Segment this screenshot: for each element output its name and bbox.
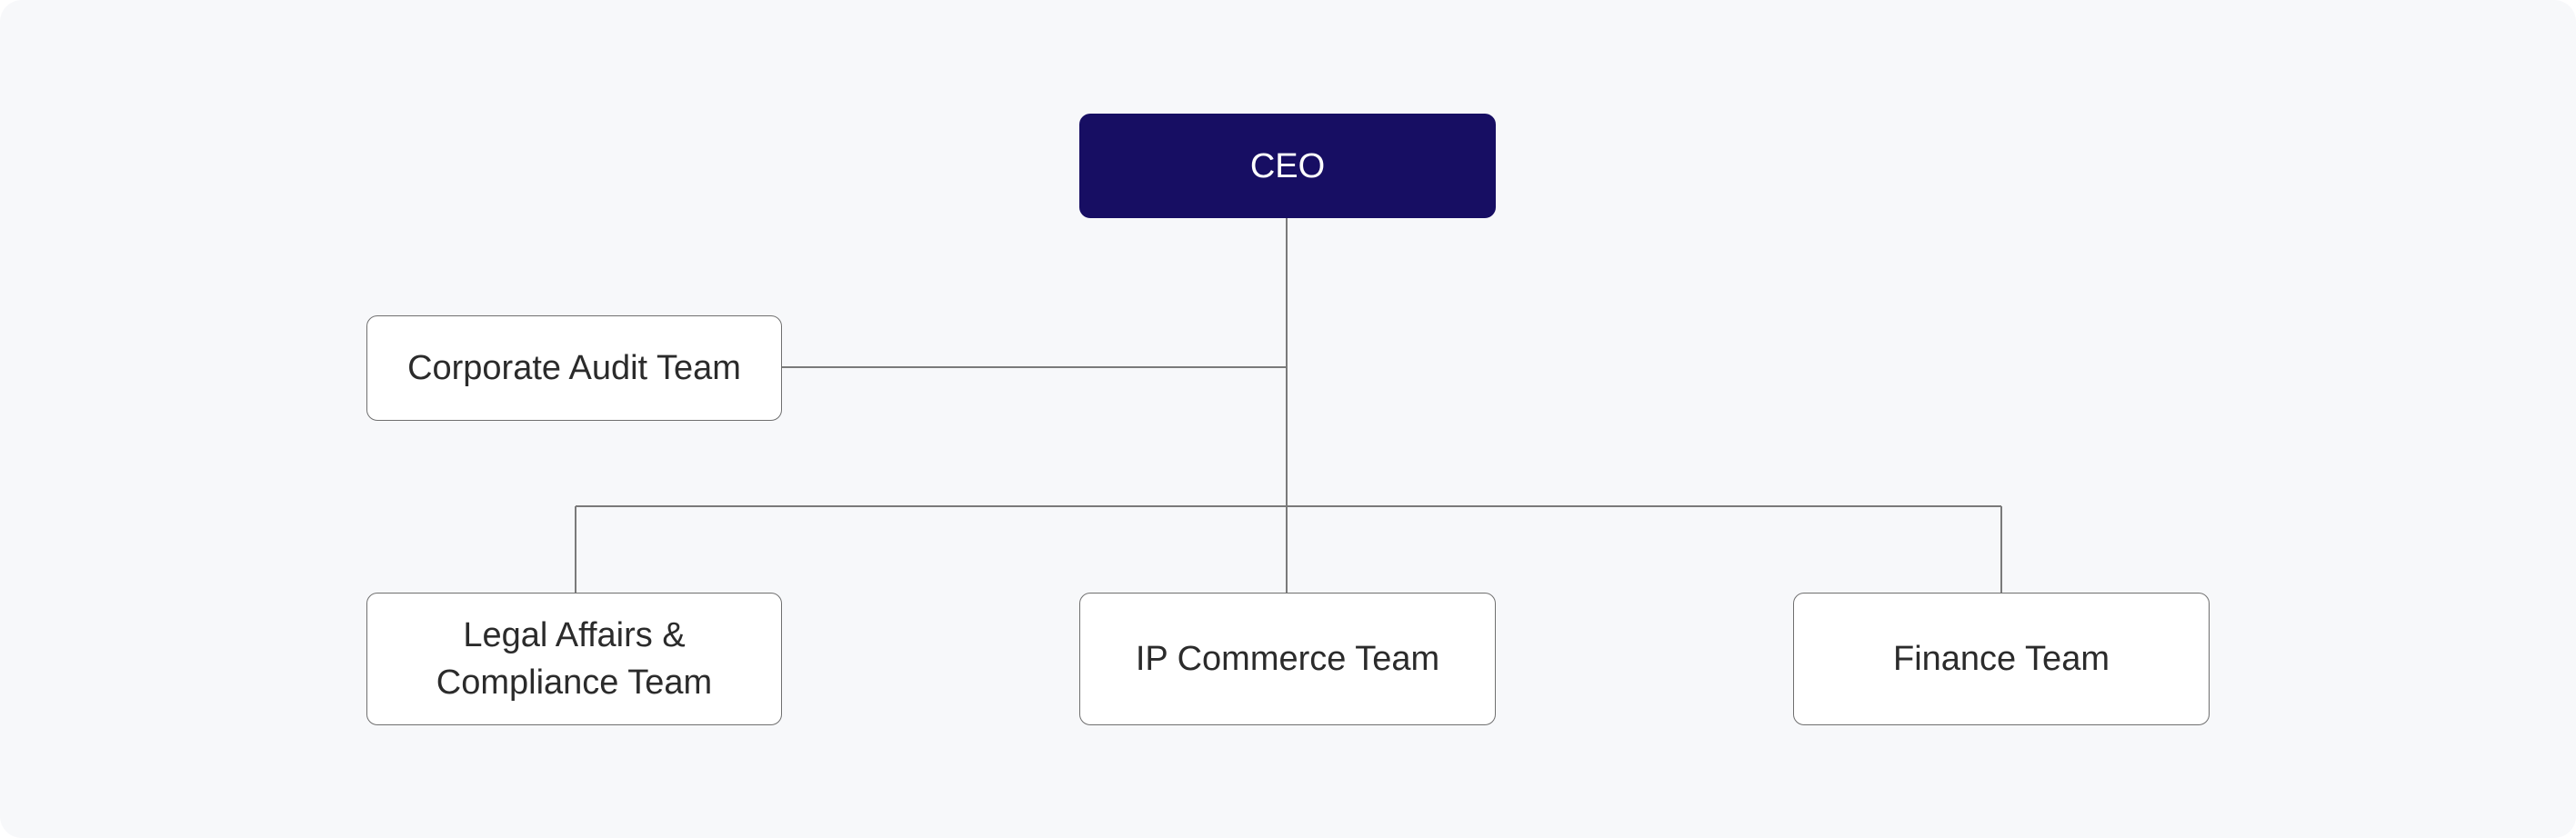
ip-commerce-team-node: IP Commerce Team: [1079, 593, 1496, 725]
legal-affairs-compliance-team-label: Legal Affairs & Compliance Team: [436, 616, 713, 702]
ceo-node: CEO: [1079, 114, 1496, 218]
finance-team-node: Finance Team: [1793, 593, 2210, 725]
ceo-node-label: CEO: [1249, 146, 1326, 185]
corporate-audit-team-node: Corporate Audit Team: [366, 315, 782, 421]
finance-team-label: Finance Team: [1893, 640, 2110, 678]
ip-commerce-team-label: IP Commerce Team: [1135, 640, 1440, 678]
legal-affairs-compliance-team-node: Legal Affairs & Compliance Team: [366, 593, 782, 725]
corporate-audit-team-label: Corporate Audit Team: [407, 349, 741, 387]
